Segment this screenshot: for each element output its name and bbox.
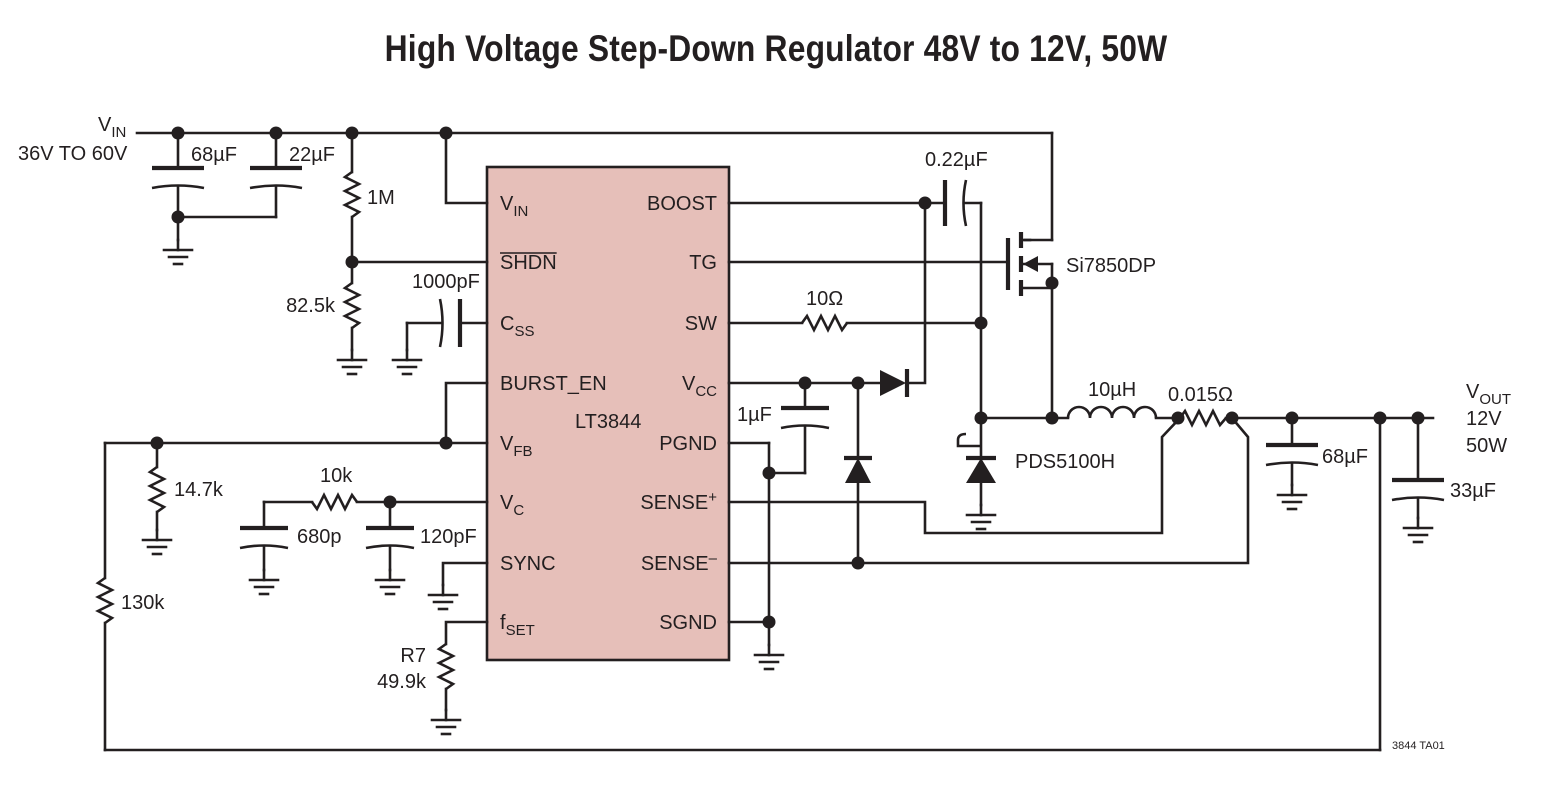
mosfet-si7850dp — [1005, 232, 1054, 420]
c-vcc-label: 1µF — [737, 404, 772, 426]
ic-pin-label-right-5: SENSE+ — [640, 489, 717, 514]
r-comp-label: 10k — [320, 465, 353, 487]
r-bottom-label: 82.5k — [286, 295, 336, 317]
schottky-diode — [956, 416, 996, 507]
page-title: High Voltage Step-Down Regulator 48V to … — [384, 28, 1168, 69]
ic-pin-label-left-0: VIN — [500, 193, 528, 220]
ic-pin-label-right-3: VCC — [682, 373, 717, 400]
c-comp1-label: 680p — [297, 526, 342, 548]
r7-value-label: 49.9k — [377, 671, 427, 693]
ic-pin-label-left-5: VC — [500, 492, 524, 519]
c-boost-label: 0.22µF — [925, 149, 988, 171]
vout-voltage-label: 12V — [1466, 408, 1502, 430]
vin-label: VIN — [98, 114, 126, 141]
vout-power-label: 50W — [1466, 435, 1507, 457]
junction-dot — [1045, 411, 1059, 425]
ground-symbol — [141, 528, 173, 556]
sync-wire — [441, 561, 489, 587]
junction-dot — [762, 615, 776, 629]
mosfet-label: Si7850DP — [1066, 255, 1156, 277]
boost-capacitor — [727, 179, 983, 420]
boost-diode-wire — [906, 201, 927, 385]
ground-symbol — [248, 568, 280, 596]
feedback-network — [95, 416, 1382, 752]
c-comp2-label: 120pF — [420, 526, 477, 548]
vout-label: VOUT — [1466, 381, 1511, 408]
c-in1-label: 68µF — [191, 144, 237, 166]
output-capacitor-68uf — [1265, 416, 1319, 487]
junction-dot — [345, 255, 359, 269]
inductor-label: 10µH — [1088, 379, 1136, 401]
r-fb-top-label: 130k — [121, 592, 165, 614]
junction-dot — [1373, 411, 1387, 425]
r-sense-label: 0.015Ω — [1168, 384, 1233, 406]
c-ss-label: 1000pF — [412, 271, 480, 293]
ground-symbol — [430, 708, 462, 736]
ground-symbol — [391, 348, 423, 376]
ic-body — [485, 165, 731, 662]
r7-name-label: R7 — [400, 645, 426, 667]
vin-pin-wire — [444, 131, 489, 205]
soft-start-capacitor — [405, 298, 489, 352]
ground-symbol — [1402, 516, 1434, 544]
r-top-label: 1M — [367, 187, 395, 209]
junction-dot — [851, 376, 865, 390]
ic-name-label: LT3844 — [575, 411, 641, 433]
ground-symbol — [374, 568, 406, 596]
junction-dot — [1045, 276, 1059, 290]
junction-dot — [150, 436, 164, 450]
vcc-network — [727, 369, 910, 565]
r-fb-bottom-label: 14.7k — [174, 479, 224, 501]
junction-dot — [383, 495, 397, 509]
ic-pin-label-right-7: SGND — [659, 612, 717, 634]
shdn-divider — [342, 131, 489, 352]
ic-pin-label-left-3: BURST_EN — [500, 373, 607, 395]
junction-dot — [1171, 411, 1185, 425]
output-capacitor-33uf — [1391, 416, 1445, 520]
ground-symbol — [965, 503, 997, 531]
r-gate-label: 10Ω — [806, 288, 843, 310]
ground-symbol — [162, 238, 194, 266]
input-capacitor-22uf — [176, 131, 303, 219]
burst-en-wire — [444, 381, 489, 445]
ic-pin-label-left-1: SHDN — [500, 252, 557, 274]
ic-pin-label-left-6: SYNC — [500, 553, 556, 575]
ground-symbol — [336, 348, 368, 376]
junction-dot — [974, 316, 988, 330]
diode-label: PDS5100H — [1015, 451, 1115, 473]
junction-dot — [1225, 411, 1239, 425]
junction-dot — [851, 556, 865, 570]
ic-pin-label-left-2: CSS — [500, 313, 534, 340]
c-in2-label: 22µF — [289, 144, 335, 166]
ground-symbol — [427, 583, 459, 611]
ic-right-pin-labels: BOOST TG SW VCC PGND SENSE+ SENSE– SGND — [640, 193, 717, 634]
ic-pin-label-left-7: fSET — [500, 612, 535, 639]
figure-id-label: 3844 TA01 — [1392, 740, 1445, 752]
sw-gate-resistor — [727, 313, 983, 333]
ic-pin-label-right-2: SW — [685, 313, 717, 335]
ic-pin-label-right-0: BOOST — [647, 193, 717, 215]
ic-pin-label-right-4: PGND — [659, 433, 717, 455]
ic-pin-label-right-1: TG — [689, 252, 717, 274]
ground-symbol — [753, 643, 785, 671]
junction-dot — [762, 466, 776, 480]
c-out2-label: 33µF — [1450, 480, 1496, 502]
vin-range-label: 36V TO 60V — [18, 143, 128, 165]
ic-pin-label-right-6: SENSE– — [641, 550, 718, 575]
ground-symbol — [1276, 483, 1308, 511]
c-out1-label: 68µF — [1322, 446, 1368, 468]
ic-left-pin-labels: VIN SHDN CSS BURST_EN VFB VC SYNC fSET — [500, 193, 607, 639]
sense-wires — [727, 416, 1250, 565]
junction-dot — [798, 376, 812, 390]
ic-pin-label-left-4: VFB — [500, 433, 533, 460]
fset-resistor-r7 — [436, 620, 489, 712]
junction-dot — [171, 210, 185, 224]
